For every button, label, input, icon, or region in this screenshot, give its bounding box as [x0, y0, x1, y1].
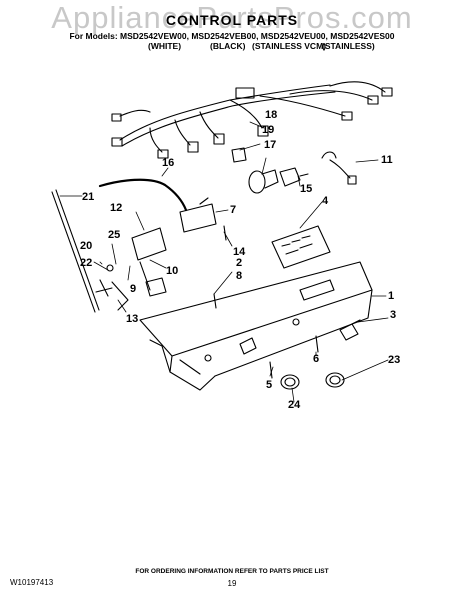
callout-3: 3 — [390, 309, 396, 321]
wire-harness — [111, 81, 393, 159]
page-number: 19 — [227, 579, 237, 588]
lamp-socket — [279, 167, 309, 187]
screw-5 — [269, 361, 273, 379]
callout-14: 14 — [233, 246, 246, 258]
callout-2: 2 — [236, 257, 242, 269]
callouts: 1 2 3 4 5 6 7 8 9 10 11 12 13 14 15 16 1… — [80, 109, 400, 411]
callout-5: 5 — [266, 379, 272, 391]
callout-16: 16 — [162, 157, 174, 169]
dispenser-switch — [339, 319, 361, 341]
callout-10: 10 — [166, 265, 178, 277]
document-number: W10197413 — [10, 578, 54, 587]
screws-8-14 — [213, 225, 227, 309]
callout-22: 22 — [80, 257, 92, 269]
control-board — [271, 225, 331, 269]
callout-8: 8 — [236, 270, 242, 282]
callout-7: 7 — [230, 204, 236, 216]
callout-4: 4 — [322, 195, 329, 207]
watermark: AppliancePartsPros.com — [51, 0, 413, 35]
callout-20: 20 — [80, 240, 92, 252]
callout-9: 9 — [130, 283, 136, 295]
page-title: CONTROL PARTS — [165, 12, 299, 28]
solenoid-assembly — [131, 227, 167, 297]
water-tube — [98, 178, 188, 212]
callout-21: 21 — [82, 191, 94, 203]
leader-lines — [59, 121, 389, 403]
callout-13: 13 — [126, 313, 138, 325]
mounting-bracket — [51, 189, 100, 313]
dispenser-housing — [139, 261, 373, 391]
motor-assembly — [179, 197, 217, 233]
harness-connector — [231, 147, 247, 163]
callout-25: 25 — [108, 229, 120, 241]
lever-assembly — [95, 264, 129, 311]
callout-19: 19 — [262, 124, 274, 136]
variant-black: (BLACK) — [210, 41, 246, 51]
callout-18: 18 — [265, 109, 277, 121]
thermistor-sensor — [321, 151, 357, 185]
variant-white: (WHITE) — [148, 41, 182, 51]
callout-11: 11 — [381, 154, 393, 166]
variant-stainless-vcm: (STAINLESS VCM) — [252, 41, 326, 51]
model-list: For Models: MSD2542VEW00, MSD2542VEB00, … — [69, 31, 395, 41]
screw-6 — [315, 335, 319, 353]
variant-stainless: (STAINLESS) — [322, 41, 375, 51]
callout-15: 15 — [300, 183, 312, 195]
callout-24: 24 — [288, 399, 301, 411]
callout-17: 17 — [264, 139, 276, 151]
callout-12: 12 — [110, 202, 122, 214]
ordering-note: FOR ORDERING INFORMATION REFER TO PARTS … — [135, 568, 329, 575]
callout-23: 23 — [388, 354, 400, 366]
callout-1: 1 — [388, 290, 394, 302]
callout-6: 6 — [313, 353, 319, 365]
dispenser-buttons — [280, 372, 345, 390]
lamp-bulb — [248, 169, 279, 194]
